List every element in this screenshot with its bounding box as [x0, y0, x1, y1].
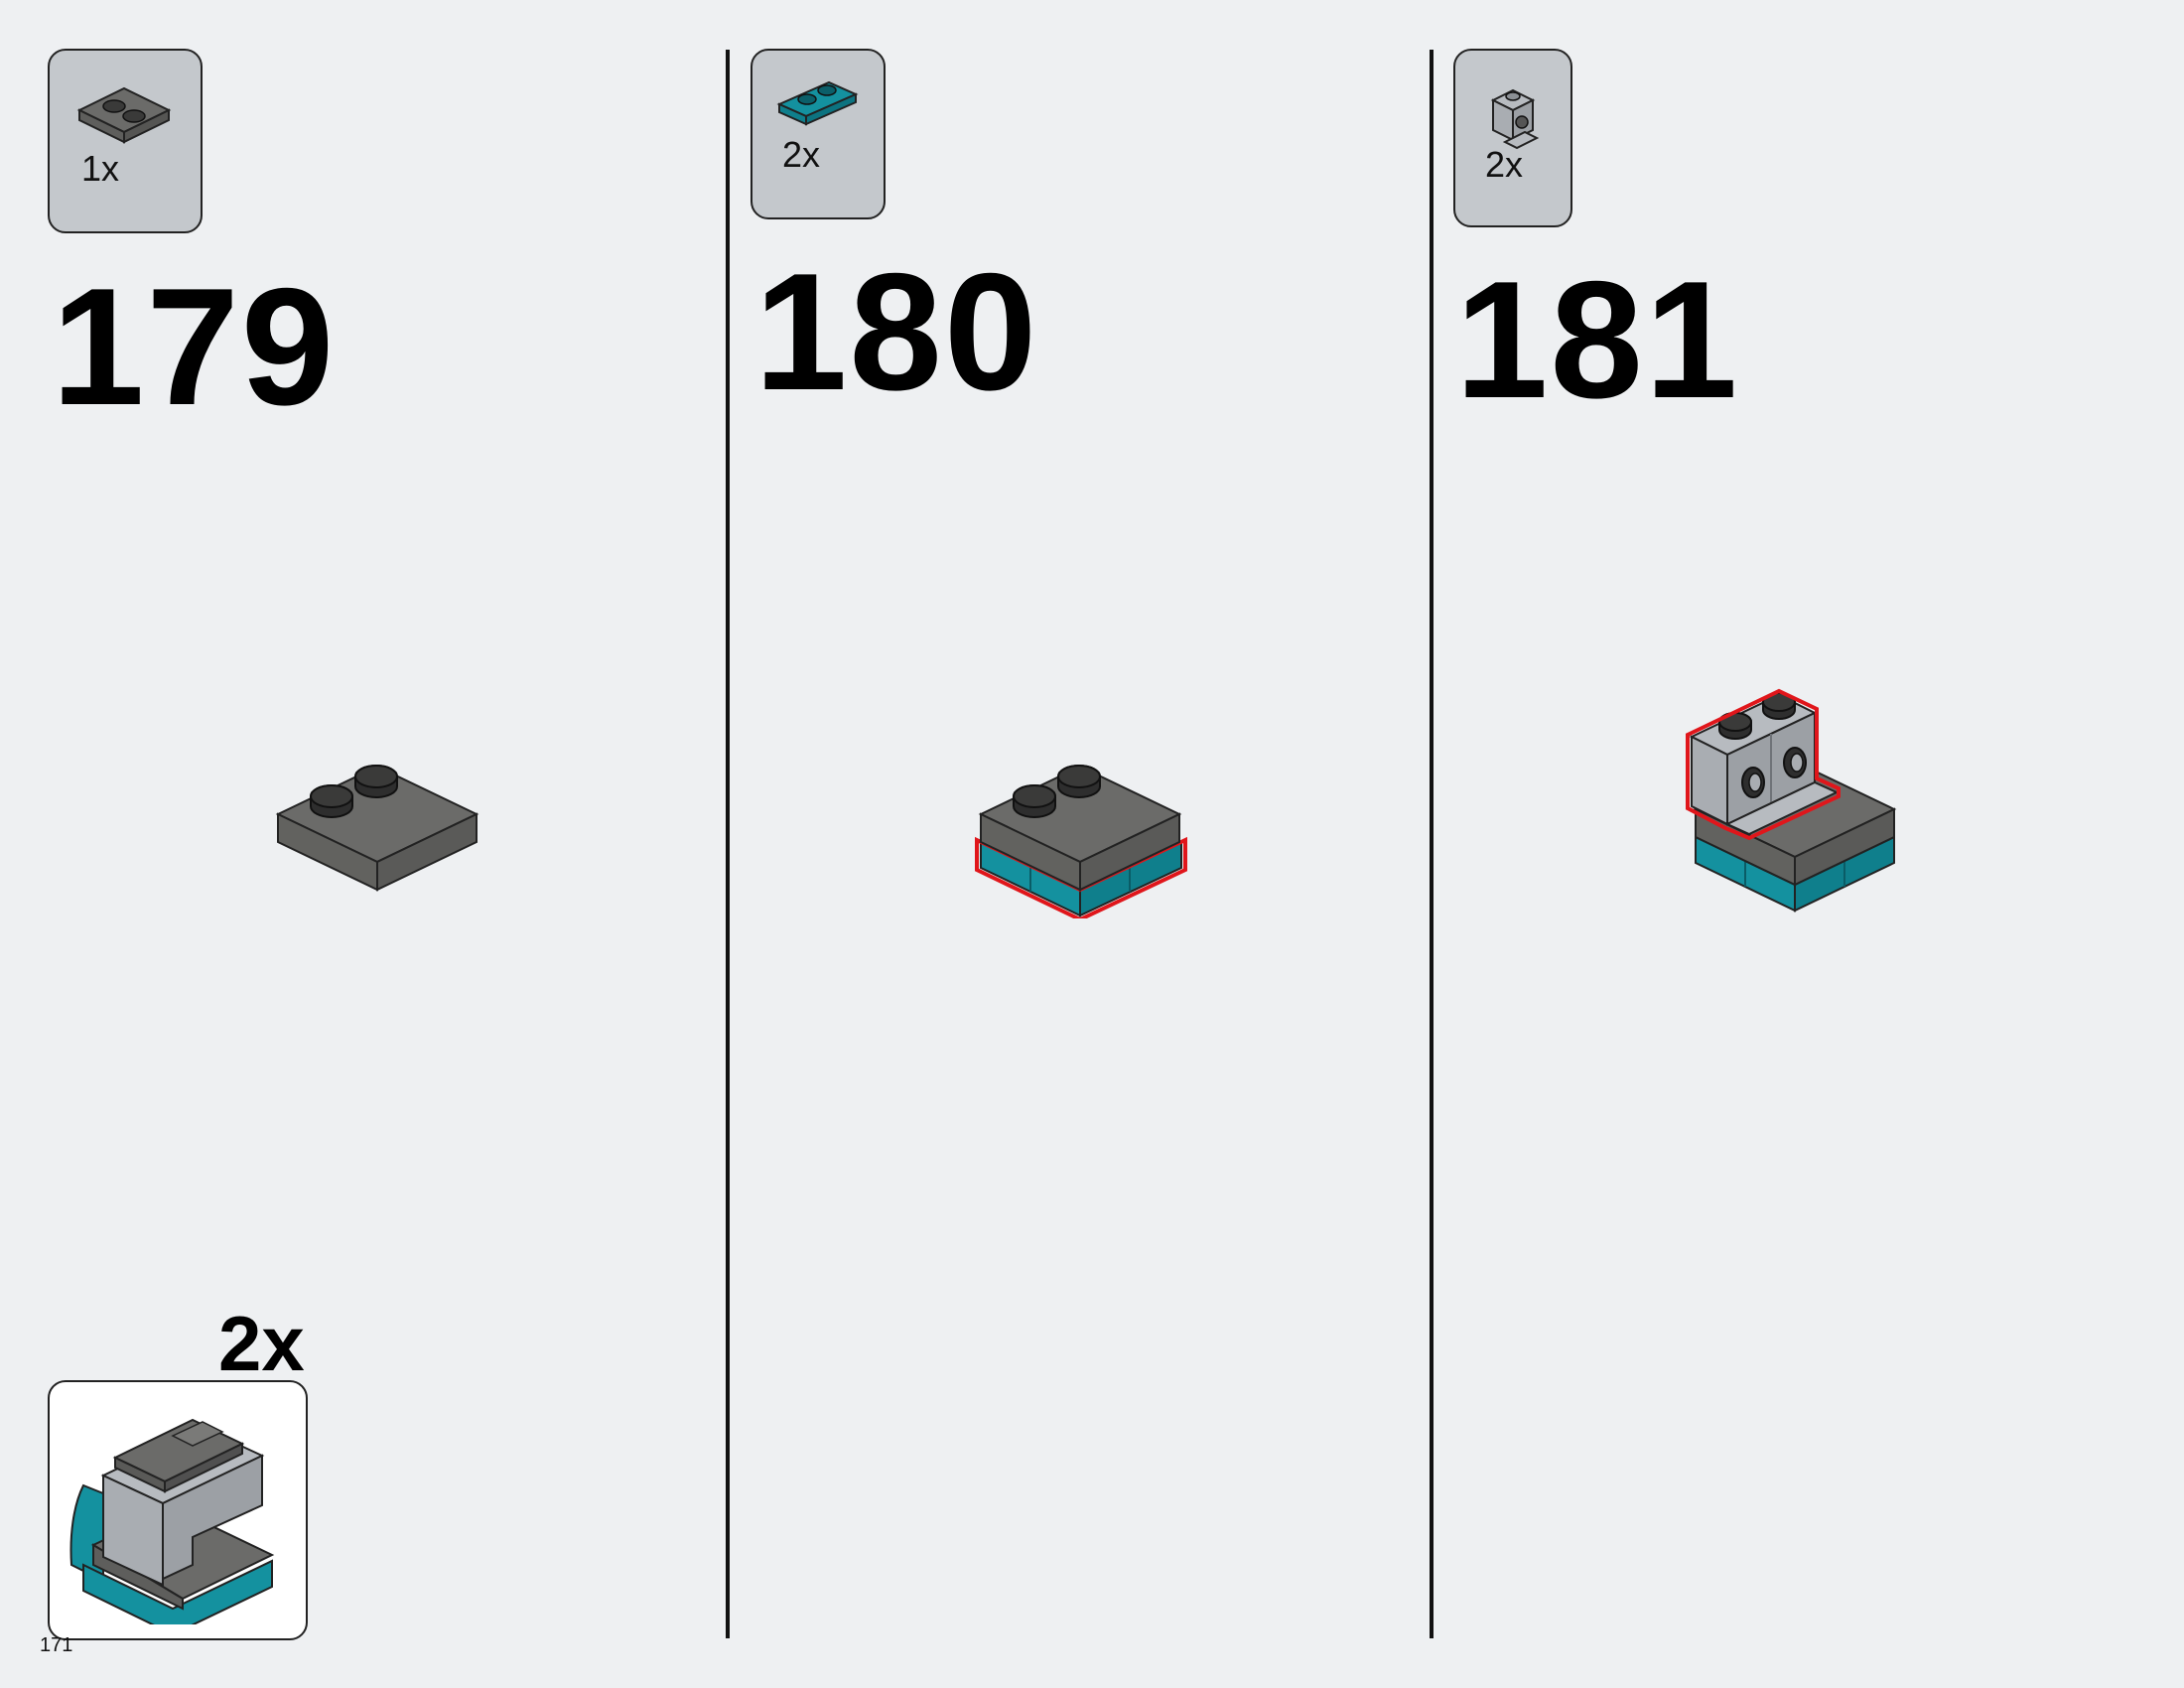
step-179-model — [275, 765, 479, 892]
subassembly-multiplier: 2x — [218, 1300, 305, 1387]
subassembly-preview-icon — [69, 1418, 275, 1624]
column-divider-right — [1430, 50, 1433, 1638]
light-gray-bracket-icon — [1490, 88, 1540, 150]
page-number: 171 — [40, 1634, 73, 1656]
teal-plate-1x2-icon — [776, 80, 859, 126]
step-number-180: 180 — [754, 238, 1039, 425]
column-divider-left — [726, 50, 730, 1638]
step-number-179: 179 — [52, 253, 337, 440]
parts-callout-step-181: 2x — [1453, 49, 1572, 227]
parts-quantity: 1x — [81, 148, 120, 189]
parts-callout-step-179: 1x — [48, 49, 203, 233]
parts-callout-step-180: 2x — [751, 49, 886, 219]
parts-quantity: 2x — [1485, 144, 1524, 185]
step-181-model — [1686, 688, 1897, 913]
dark-gray-plate-2x2-icon — [76, 86, 172, 144]
parts-quantity: 2x — [782, 134, 821, 175]
subassembly-callout — [48, 1380, 308, 1640]
step-180-model — [975, 765, 1187, 918]
step-number-181: 181 — [1455, 246, 1740, 433]
